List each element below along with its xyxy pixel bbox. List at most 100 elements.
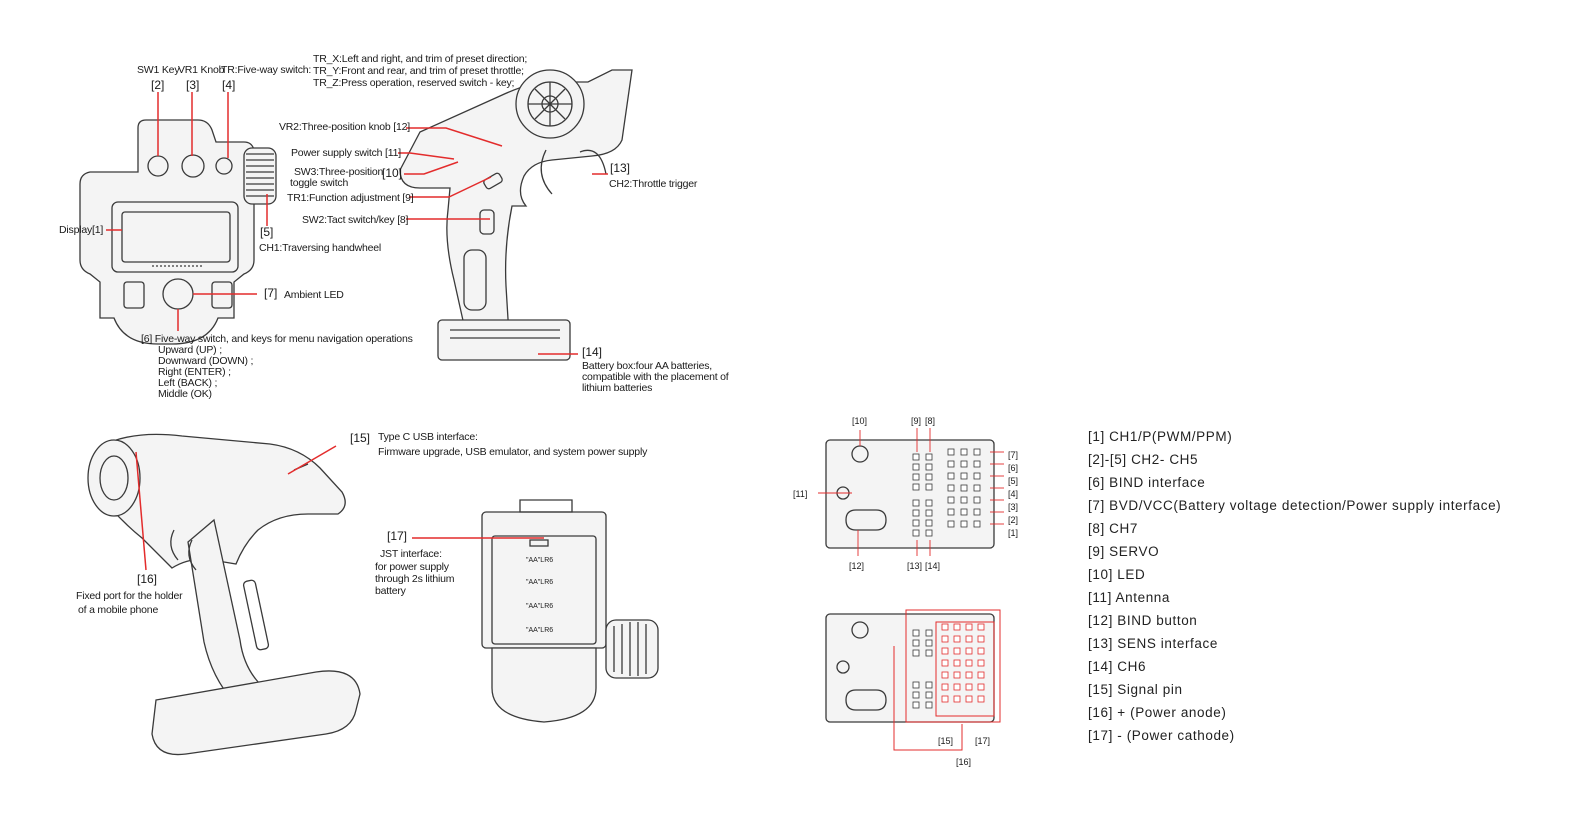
receiver-pin [973, 472, 981, 480]
battery-label-2: compatible with the placement of [582, 371, 729, 383]
receiver-pin [953, 683, 961, 691]
receiver-pin [941, 647, 949, 655]
receiver-pin [912, 463, 920, 471]
receiver-pin [925, 519, 933, 527]
marker-5: [5] [260, 225, 274, 239]
receiver-pin [912, 629, 920, 637]
aa-cell-4: "AA"LR6 [526, 627, 554, 634]
receiver-pin [925, 701, 933, 709]
receiver-pin [977, 683, 985, 691]
rx-marker-16: [16] [956, 757, 972, 767]
rx-marker-4: [4] [1008, 489, 1019, 499]
marker-14: [14] [582, 345, 603, 359]
marker-16: [16] [137, 572, 158, 586]
sw2-label: SW2:Tact switch/key [8] [302, 214, 409, 226]
receiver-pin [912, 639, 920, 647]
legend-item: [9] SERVO [1088, 544, 1160, 559]
receiver-pin [973, 484, 981, 492]
rx-marker-17: [17] [975, 736, 991, 746]
tr-y-label: TR_Y:Front and rear, and trim of preset … [313, 65, 524, 77]
receiver-pin [912, 681, 920, 689]
receiver-pin [953, 647, 961, 655]
receiver-pin [965, 647, 973, 655]
receiver-pin [960, 472, 968, 480]
power-switch-label: Power supply switch [11] [291, 147, 401, 159]
receiver-pin [973, 496, 981, 504]
transmitter-front-view [79, 92, 277, 345]
rx-marker-7: [7] [1008, 450, 1019, 460]
receiver-pin [925, 529, 933, 537]
marker-2: [2] [151, 78, 165, 92]
receiver-pin [953, 623, 961, 631]
marker-17: [17] [387, 529, 408, 543]
battery-label-3: lithium batteries [582, 382, 653, 394]
legend-item: [14] CH6 [1088, 659, 1147, 674]
receiver-pin [947, 484, 955, 492]
fixed-port-label-2: of a mobile phone [78, 604, 159, 616]
receiver-pin [973, 508, 981, 516]
receiver-pin [912, 483, 920, 491]
ch1-label: CH1:Traversing handwheel [259, 242, 382, 254]
legend-item: [15] Signal pin [1088, 682, 1183, 697]
marker-15: [15] [350, 431, 371, 445]
legend-item: [17] - (Power cathode) [1088, 728, 1235, 743]
transmitter-angled-view [87, 433, 361, 756]
rx-marker-15: [15] [938, 736, 954, 746]
receiver-pin [941, 635, 949, 643]
receiver-pin [965, 695, 973, 703]
jst-label-3: through 2s lithium [375, 573, 455, 585]
receiver-pin [912, 649, 920, 657]
legend-item: [2]-[5] CH2- CH5 [1088, 452, 1199, 467]
legend-item: [11] Antenna [1088, 590, 1171, 605]
legend-item: [7] BVD/VCC(Battery voltage detection/Po… [1088, 498, 1502, 513]
receiver-pin [953, 659, 961, 667]
receiver-pin [925, 629, 933, 637]
receiver-pin [965, 659, 973, 667]
marker-4: [4] [222, 78, 236, 92]
receiver-pin [941, 623, 949, 631]
receiver-pin [925, 483, 933, 491]
receiver-pin [977, 659, 985, 667]
battery-label-1: Battery box:four AA batteries, [582, 360, 712, 372]
rx-marker-2: [2] [1008, 515, 1019, 525]
rx-marker-6: [6] [1008, 463, 1019, 473]
receiver-pin [912, 499, 920, 507]
rx-marker-3: [3] [1008, 502, 1019, 512]
receiver-pin [912, 519, 920, 527]
fixed-port-label-1: Fixed port for the holder [76, 590, 183, 602]
receiver-pin [912, 529, 920, 537]
rx-marker-13: [13] [907, 561, 923, 571]
rx-marker-12: [12] [849, 561, 865, 571]
legend-item: [12] BIND button [1088, 613, 1198, 628]
receiver-pin [925, 453, 933, 461]
legend-item: [16] + (Power anode) [1088, 705, 1227, 720]
rx-marker-5: [5] [1008, 476, 1019, 486]
rx-marker-14: [14] [925, 561, 941, 571]
tr-z-label: TR_Z:Press operation, reserved switch - … [313, 77, 515, 89]
nav-right: Right (ENTER) ; [158, 366, 231, 378]
sw1-key-label: SW1 Key [137, 64, 180, 76]
typec-label: Type C USB interface: [378, 431, 478, 443]
aa-cell-3: "AA"LR6 [526, 603, 554, 610]
sw3-label-a: SW3:Three-position [294, 166, 384, 178]
receiver-pin [973, 520, 981, 528]
receiver-pin [977, 623, 985, 631]
jst-label-4: battery [375, 585, 406, 597]
receiver-pin [941, 683, 949, 691]
receiver-top-diagram [825, 439, 995, 549]
receiver-pin [941, 671, 949, 679]
legend-item: [1] CH1/P(PWM/PPM) [1088, 429, 1233, 444]
receiver-pin [947, 508, 955, 516]
marker-10: [10] [382, 166, 403, 180]
marker-13: [13] [610, 161, 631, 175]
sw3-label-b: toggle switch [290, 177, 349, 189]
ambient-led-label: Ambient LED [284, 289, 344, 301]
receiver-pin [925, 509, 933, 517]
tr-switch-label: TR:Five-way switch: [221, 64, 312, 76]
receiver-pin [941, 695, 949, 703]
receiver-pin [912, 509, 920, 517]
receiver-pin [953, 635, 961, 643]
legend-item: [13] SENS interface [1088, 636, 1218, 651]
receiver-pin [912, 473, 920, 481]
